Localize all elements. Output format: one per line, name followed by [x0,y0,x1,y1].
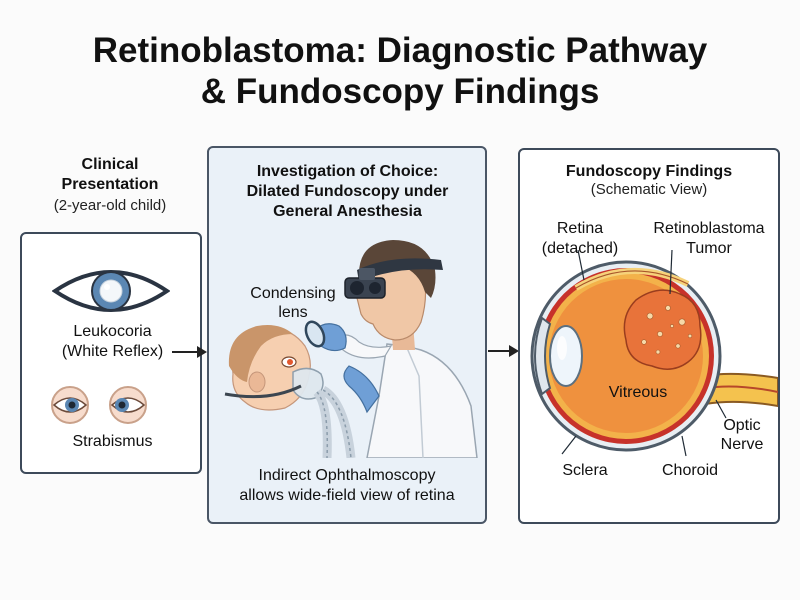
condensing-lens-label-line-2: lens [278,304,308,321]
leukocoria-label-line-1: Leukocoria [73,323,152,340]
investigation-heading-line-2: Dilated Fundoscopy under [246,183,449,200]
leukocoria-eye-icon [52,270,170,312]
tumor-label-line-2: Tumor [686,240,732,257]
investigation-heading: Investigation of Choice: Dilated Fundosc… [215,162,480,222]
leukocoria-label: Leukocoria (White Reflex) [30,322,195,362]
clinical-heading: Clinical Presentation [40,155,180,195]
title-line-2: & Fundoscopy Findings [200,72,600,111]
fundoscopy-exam-illustration [224,240,478,458]
investigation-caption: Indirect Ophthalmoscopy allows wide-fiel… [212,466,482,506]
title-line-1: Retinoblastoma: Diagnostic Pathway [92,31,708,70]
strabismus-label: Strabismus [72,433,153,450]
clinical-subheading: (2-year-old child) [53,197,167,214]
arrow-right-icon [488,345,519,357]
choroid-label: Choroid [661,462,719,479]
condensing-lens-label-line-1: Condensing [250,285,336,302]
strabismus-left-eye-icon [51,386,89,424]
condensing-lens-label: Condensing lens [238,284,348,322]
fundoscopy-heading: Fundoscopy Findings [565,163,733,180]
leukocoria-label-line-2: (White Reflex) [61,343,164,360]
eye-cross-section-diagram [530,250,778,457]
optic-nerve-label-line-1: Optic [723,417,761,434]
optic-nerve-label: Optic Nerve [712,416,772,454]
retina-label-line-1: Retina [556,220,604,237]
strabismus-right-eye-icon [109,386,147,424]
investigation-heading-line-1: Investigation of Choice: [256,163,439,180]
clinical-heading-line-1: Clinical [81,156,139,173]
retina-label-line-2: (detached) [541,240,619,257]
retina-label: Retina (detached) [525,219,635,259]
investigation-caption-line-2: allows wide-field view of retina [239,487,455,504]
clinical-heading-line-2: Presentation [61,176,159,193]
optic-nerve-label-line-2: Nerve [720,436,764,453]
sclera-label: Sclera [562,462,608,479]
page-title: Retinoblastoma: Diagnostic Pathway & Fun… [0,30,800,112]
vitreous-label: Vitreous [608,384,668,401]
fundoscopy-subheading: (Schematic View) [590,181,708,198]
tumor-label: Retinoblastoma Tumor [640,219,778,259]
arrow-right-icon [172,346,207,358]
tumor-label-line-1: Retinoblastoma [653,220,765,237]
investigation-caption-line-1: Indirect Ophthalmoscopy [258,467,436,484]
investigation-heading-line-3: General Anesthesia [273,203,422,220]
